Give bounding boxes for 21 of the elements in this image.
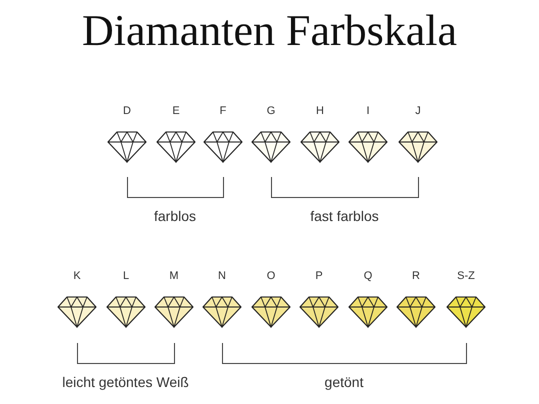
group-label: farblos [154,208,196,225]
group-label: leicht getöntes Weiß [62,374,189,391]
grade-letter: S-Z [457,270,475,283]
grade-letter: M [169,270,179,283]
grade-letter: Q [364,270,372,283]
grade-letter: R [412,270,420,283]
group-label: fast farblos [310,208,379,225]
grade-letter: K [73,270,81,283]
grade-letter: N [218,270,226,283]
grade-letter: P [315,270,323,283]
group-label: getönt [324,374,364,391]
grade-letter: J [415,105,421,118]
grade-letter: E [172,105,180,118]
grade-letter: L [122,270,130,283]
grade-letter: O [266,270,276,283]
grade-letter: I [366,105,370,118]
grade-letter: G [266,105,276,118]
title: Diamanten Farbskala [82,6,458,56]
grade-letter: D [123,105,131,118]
grade-letter: F [220,105,226,118]
grade-letter: H [316,105,324,118]
